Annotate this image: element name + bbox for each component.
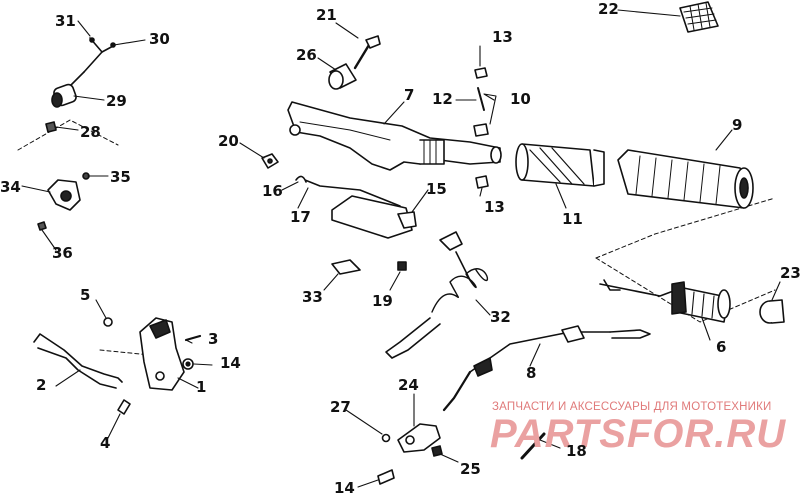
- callout-2: 2: [36, 376, 47, 394]
- part-10-12-13-hardware: [473, 67, 489, 189]
- callout-18: 17: [290, 208, 311, 226]
- part-7-handle: [287, 101, 502, 171]
- part-15-pin: [377, 469, 395, 485]
- part-33-lanyard: [385, 231, 489, 359]
- callout-12: 12: [432, 90, 453, 108]
- callout-30: 29: [106, 92, 127, 110]
- callout-27: 26: [296, 46, 317, 64]
- part-5-clip: [103, 317, 113, 327]
- callout-14: 14: [220, 354, 241, 372]
- part-19-pin: [520, 432, 546, 460]
- callout-26: 25: [460, 460, 481, 478]
- callout-37: 36: [52, 244, 73, 262]
- callout-13-top: 13: [492, 28, 513, 46]
- part-14-washer: [182, 358, 194, 370]
- callout-25: 24: [398, 376, 419, 394]
- callout-31: 30: [149, 30, 170, 48]
- dashed-guides: [17, 119, 776, 356]
- callout-4: 4: [100, 434, 111, 452]
- watermark-caption: ЗАПЧАСТИ И АКСЕССУАРЫ ДЛЯ МОТОТЕХНИКИ: [492, 401, 772, 413]
- callout-17: 16: [262, 182, 283, 200]
- part-20-screw: [397, 261, 407, 271]
- callout-7: 7: [404, 86, 415, 104]
- callout-36: 35: [110, 168, 131, 186]
- part-1-lever: [139, 317, 185, 391]
- callout-11: 11: [562, 210, 583, 228]
- callout-5: 5: [80, 286, 91, 304]
- callout-3: 3: [208, 330, 219, 348]
- callout-34: 33: [302, 288, 323, 306]
- part-29-nut: [45, 121, 57, 133]
- part-8-cable: [442, 325, 651, 412]
- callout-20: 19: [372, 292, 393, 310]
- part-34-clip: [331, 259, 361, 275]
- part-16-18-link: [295, 175, 417, 239]
- part-3-pin: [184, 334, 202, 342]
- watermark-logo: PARTSFOR.RU: [490, 412, 787, 456]
- part-35-bracket: [37, 172, 90, 231]
- callout-8: 8: [526, 364, 537, 382]
- callout-28: 27: [330, 398, 351, 416]
- callout-10: 10: [510, 90, 531, 108]
- part-9-grip: [617, 149, 754, 209]
- part-28-washer: [381, 433, 391, 443]
- part-23-ring: [679, 1, 719, 33]
- callout-32: 31: [55, 12, 76, 30]
- callout-33: 32: [490, 308, 511, 326]
- part-4-bolt: [117, 399, 131, 415]
- callout-23: 22: [598, 0, 619, 18]
- part-11-sleeve: [515, 143, 605, 187]
- callout-29: 28: [80, 123, 101, 141]
- part-25-bracket: [397, 423, 441, 453]
- part-6-mechanism: [599, 279, 731, 323]
- callout-15: 14: [334, 479, 355, 494]
- callout-24: 23: [780, 264, 800, 282]
- callout-22: 21: [316, 6, 337, 24]
- part-22-screw: [353, 35, 381, 70]
- callout-9: 9: [732, 116, 743, 134]
- callout-1: 1: [196, 378, 207, 396]
- callout-13-bottom: 13: [484, 198, 505, 216]
- callout-35: 34: [0, 178, 21, 196]
- part-30-connector: [51, 37, 116, 108]
- callout-21: 20: [218, 132, 239, 150]
- part-21-nut: [261, 153, 279, 169]
- part-26-screw: [431, 445, 443, 457]
- part-24-cap: [759, 299, 785, 324]
- callout-19: 18: [566, 442, 587, 460]
- callout-16: 15: [426, 180, 447, 198]
- leader-lines: [21, 9, 781, 488]
- part-2-rod: [33, 333, 123, 389]
- callout-6: 6: [716, 338, 727, 356]
